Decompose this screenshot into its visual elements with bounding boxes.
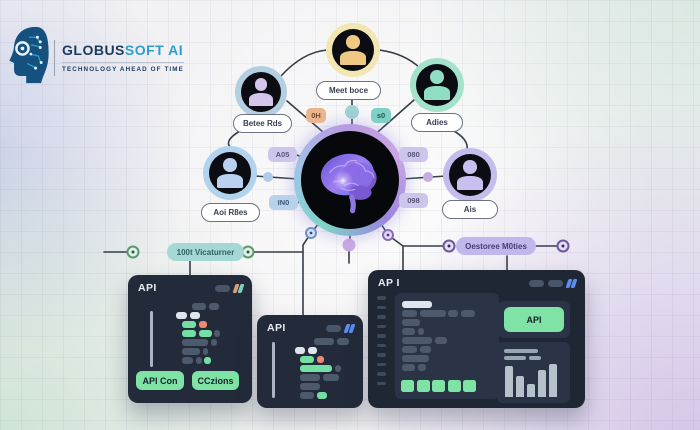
window-pill <box>325 324 341 332</box>
avatar-right-top <box>410 58 464 112</box>
api-button[interactable]: API <box>504 307 564 332</box>
badge-a05: A05 <box>268 147 297 162</box>
ai-brain-hub <box>294 124 406 236</box>
brand-tagline: TECHNOLOGY AHEAD OF TIME <box>62 61 184 73</box>
avatar-left-mid <box>203 146 257 200</box>
slash-logo-icon <box>565 278 577 288</box>
logo-divider <box>54 39 55 76</box>
brand-name: GLOBUSSOFT AI <box>62 41 184 58</box>
panel-title: AP I <box>378 277 400 289</box>
node-ringed-blue <box>305 227 317 239</box>
user-icon <box>254 77 268 91</box>
node-ringed-green-left <box>126 245 140 259</box>
connector-label-right: Oestoree M0ties <box>456 237 536 255</box>
node-top-teal <box>345 105 359 119</box>
stat-line <box>504 349 538 353</box>
badge-098: 098 <box>399 193 428 208</box>
avatar-right-mid <box>443 148 497 202</box>
user-icon <box>463 160 477 174</box>
api-panel-middle: API <box>257 315 363 408</box>
head-circuit-icon <box>8 26 50 89</box>
connector-label-left: 100t Vicaturner <box>167 243 244 261</box>
user-icon <box>346 35 360 49</box>
node-bottom-purple <box>342 238 356 252</box>
user-icon <box>223 158 237 172</box>
scroll-track <box>272 342 275 398</box>
label-top-avatar: Meet boce <box>316 81 381 100</box>
node-right-purple-dot <box>423 172 433 182</box>
api-panel-left: API API Con CCzions <box>128 275 252 403</box>
badge-0h: 0H <box>306 108 326 123</box>
brand-secondary: SOFT AI <box>124 41 184 58</box>
user-icon <box>430 70 444 84</box>
panel-title: API <box>138 282 157 294</box>
scroll-track <box>150 311 153 367</box>
code-card <box>395 293 499 399</box>
node-left-blue-dot <box>263 172 273 182</box>
window-pill <box>214 284 230 292</box>
stat-line <box>529 356 541 360</box>
window-pill <box>528 279 544 287</box>
code-block <box>402 301 475 371</box>
label-left-mid-avatar: Aoi R8es <box>201 203 260 222</box>
avatar-left-top <box>235 66 287 118</box>
stat-line <box>504 356 526 360</box>
brain-icon <box>307 135 393 226</box>
label-right-top-avatar: Adies <box>411 113 463 132</box>
api-panel-right: AP I API <box>368 270 585 408</box>
brand-primary: GLOBUS <box>62 41 125 58</box>
avatar-top <box>326 23 380 77</box>
window-pill <box>547 279 563 287</box>
cczions-button[interactable]: CCzions <box>192 371 239 390</box>
code-block <box>274 338 349 399</box>
stats-card <box>497 342 570 403</box>
label-left-top-avatar: Betee Rds <box>233 114 292 133</box>
slash-logo-icon <box>343 323 355 333</box>
node-ringed-purple-left <box>442 239 456 253</box>
api-button-card: API <box>498 301 570 338</box>
node-ringed-purple-small <box>382 229 394 241</box>
slash-logo-icon <box>232 283 244 293</box>
line-numbers <box>377 296 386 385</box>
badge-080: 080 <box>399 147 428 162</box>
globussoft-logo: GLOBUSSOFT AI TECHNOLOGY AHEAD OF TIME <box>8 26 184 89</box>
node-ringed-purple-right <box>556 239 570 253</box>
code-block <box>152 303 220 364</box>
panel-title: API <box>267 322 286 334</box>
node-ringed-green-right <box>241 245 255 259</box>
api-con-button[interactable]: API Con <box>136 371 184 390</box>
badge-in0: IN0 <box>269 195 298 210</box>
label-right-mid-avatar: Ais <box>442 200 498 219</box>
bar-chart <box>505 364 557 397</box>
action-squares[interactable] <box>401 380 476 392</box>
badge-s0: s0 <box>371 108 391 123</box>
